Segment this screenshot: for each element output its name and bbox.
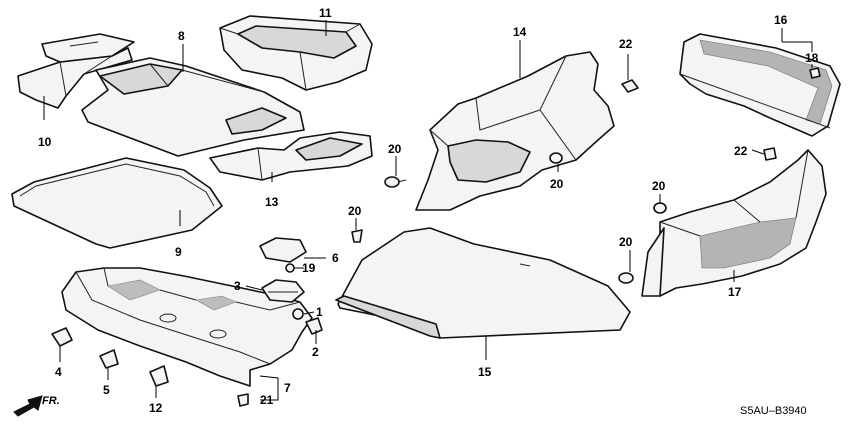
callout-4: 4 — [55, 365, 62, 379]
callout-20c: 20 — [652, 179, 666, 193]
part-8-floor-mat-upper — [81, 57, 305, 157]
part-4-clip — [51, 327, 73, 347]
front-direction-arrow: FR. — [13, 395, 60, 417]
part-16-rear-panel — [679, 33, 841, 137]
part-12-clip — [149, 365, 169, 387]
callout-15: 15 — [478, 365, 492, 379]
callout-20b: 20 — [550, 177, 564, 191]
callout-22b: 22 — [734, 144, 748, 158]
part-17-side-lining-right — [641, 149, 827, 297]
callout-12: 12 — [149, 401, 163, 415]
part-13-side-tray — [209, 131, 373, 181]
callout-20d: 20 — [348, 204, 362, 218]
fastener-18 — [809, 67, 821, 79]
fastener-21 — [237, 393, 249, 407]
callout-16: 16 — [774, 13, 788, 27]
fastener-22-a — [621, 79, 639, 93]
part-1-grommet — [292, 308, 304, 320]
fastener-20-e — [618, 272, 634, 284]
part-9-trunk-carpet — [11, 157, 223, 249]
fastener-20-b — [549, 152, 563, 164]
fastener-22-b — [763, 147, 777, 161]
callout-7: 7 — [284, 381, 291, 395]
callout-3: 3 — [234, 279, 241, 293]
callout-9: 9 — [175, 245, 182, 259]
part-3-bracket — [261, 279, 305, 303]
part-2-clip — [305, 317, 323, 335]
callout-14: 14 — [513, 25, 527, 39]
callout-6: 6 — [332, 251, 339, 265]
callout-20a: 20 — [388, 142, 402, 156]
callout-10: 10 — [38, 135, 52, 149]
callout-13: 13 — [265, 195, 279, 209]
fastener-20-c — [351, 229, 363, 243]
part-11-storage-box — [219, 15, 373, 91]
fastener-20-d — [653, 202, 667, 214]
callout-labels: 10 8 11 14 22 16 18 20 20 22 20 20 13 9 … — [38, 6, 819, 415]
callout-1: 1 — [316, 305, 323, 319]
drawing-code: S5AU–B3940 — [740, 405, 807, 417]
front-direction-label: FR. — [42, 395, 60, 407]
part-15-floor-board — [335, 227, 631, 339]
part-10-side-tray — [17, 33, 135, 109]
callout-5: 5 — [103, 383, 110, 397]
callout-8: 8 — [178, 29, 185, 43]
part-6-cover — [259, 237, 307, 263]
callout-17: 17 — [728, 285, 742, 299]
fastener-19 — [285, 263, 295, 273]
rear-shelf-assembly — [61, 267, 313, 387]
part-14-side-lining-left — [415, 51, 615, 211]
callout-2: 2 — [312, 345, 319, 359]
part-5-clip — [99, 349, 119, 369]
callout-22a: 22 — [619, 37, 633, 51]
callout-20e: 20 — [619, 235, 633, 249]
leader-lines — [43, 20, 813, 401]
fastener-20-a — [384, 176, 407, 188]
callout-11: 11 — [319, 6, 332, 20]
callout-21: 21 — [260, 393, 274, 407]
callout-19: 19 — [302, 261, 316, 275]
callout-18: 18 — [805, 51, 819, 65]
